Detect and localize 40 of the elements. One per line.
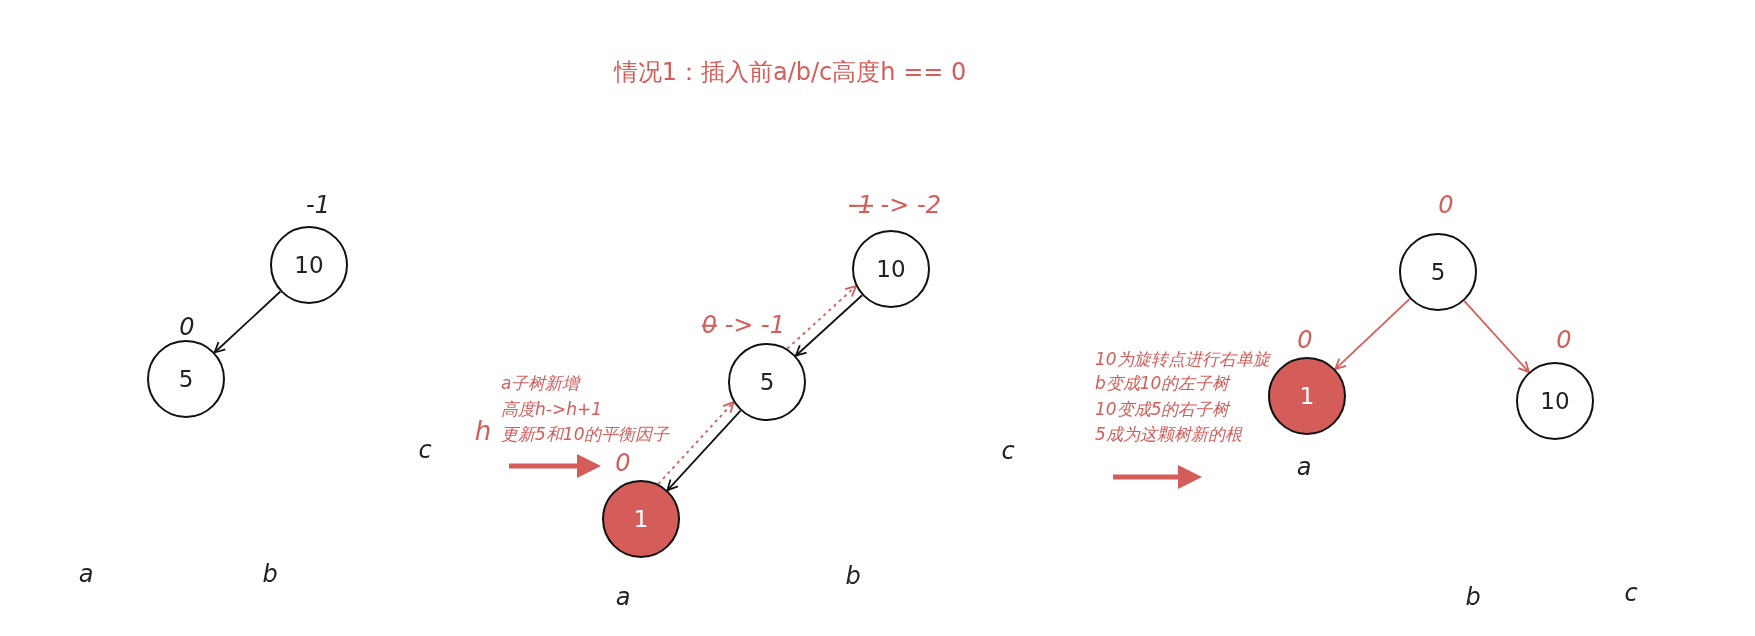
letter-label: a: [78, 560, 94, 588]
note-text: 更新5和10的平衡因子: [501, 424, 670, 444]
title: 情况1：插入前a/b/c高度h == 0: [613, 58, 967, 86]
letter-label: c: [1624, 579, 1638, 607]
arrow: [786, 285, 857, 350]
letter-label: c: [418, 436, 432, 464]
letter-label: a: [1296, 453, 1312, 481]
node-circle: 10: [852, 230, 930, 308]
node-circle: 5: [1399, 233, 1477, 311]
balance-factor: 0: [615, 449, 631, 477]
arrow: [213, 290, 282, 354]
letter-label: b: [845, 562, 861, 590]
node-circle: 5: [147, 340, 225, 418]
arrow: [794, 294, 864, 357]
letter-label: b: [262, 560, 278, 588]
node-circle: 10: [270, 226, 348, 304]
balance-factor: 0 -> -1: [701, 311, 785, 339]
letter-label: a: [615, 583, 631, 611]
note-text: 5成为这颗树新的根: [1095, 424, 1242, 444]
arrow: [1334, 297, 1411, 371]
balance-factor: 0: [1438, 191, 1454, 219]
balance-factor: 0: [1556, 326, 1572, 354]
letter-label: b: [1465, 583, 1481, 611]
balance-factor: 0: [1297, 326, 1313, 354]
balance-factor: 0: [179, 313, 195, 341]
note-text: a子树新增: [501, 373, 580, 393]
note-text: b变成10的左子树: [1095, 373, 1230, 393]
arrow: [666, 409, 742, 492]
arrow: [1463, 300, 1530, 373]
highlighted-node-circle: 1: [602, 480, 680, 558]
note-text: 10为旋转点进行右单旋: [1095, 349, 1270, 369]
balance-factor: -1 -> -2: [849, 191, 941, 219]
note-text: 10变成5的右子树: [1095, 399, 1230, 419]
height-label: h: [474, 416, 492, 446]
letter-label: c: [1001, 437, 1015, 465]
node-circle: 10: [1516, 362, 1594, 440]
arrow: [657, 401, 735, 485]
balance-factor: -1: [306, 191, 330, 219]
node-circle: 5: [728, 343, 806, 421]
note-text: 高度h->h+1: [501, 399, 602, 419]
